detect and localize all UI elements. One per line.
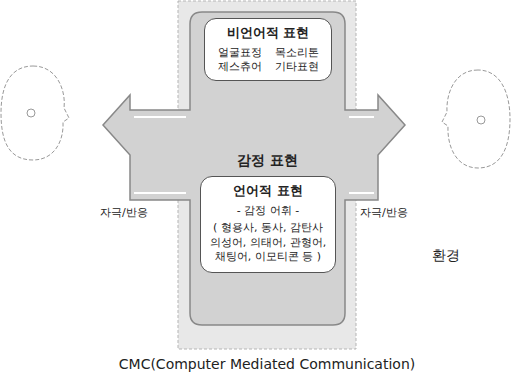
- left-head: [1, 66, 69, 160]
- right-head: [442, 70, 510, 168]
- expression-box: 언어적 표현 - 감정 어휘 - ( 형용사, 동사, 감탄사 의성어, 의태어, …: [200, 176, 336, 273]
- emotion-expression-container: 감정 표현 비언어적 표현얼굴표정목소리톤제스츄어기타표현언어적 표현 - 감정 어…: [190, 12, 345, 325]
- stimulus-response-label: 자극/반응: [100, 205, 148, 220]
- box-text: 기타표현: [268, 60, 325, 74]
- environment-label: 환경: [432, 247, 460, 265]
- expression-box: 비언어적 표현얼굴표정목소리톤제스츄어기타표현: [204, 18, 332, 81]
- caption: CMC(Computer Mediated Communication): [119, 356, 415, 372]
- box-text: 얼굴표정: [211, 46, 268, 60]
- box-text: - 감정 어휘 -: [207, 204, 329, 218]
- box-text: ( 형용사, 동사, 감탄사 의성어, 의태어, 관형어, 채팅어, 이모티콘 …: [207, 221, 329, 264]
- stimulus-response-label: 자극/반응: [360, 205, 408, 220]
- box-heading: 비언어적 표현: [211, 24, 325, 42]
- box-text: 제스츄어: [211, 60, 268, 74]
- box-body: - 감정 어휘 - ( 형용사, 동사, 감탄사 의성어, 의태어, 관형어, 채…: [207, 204, 329, 264]
- box-text: 목소리톤: [268, 46, 325, 60]
- center-title: 감정 표현: [190, 152, 345, 170]
- right-ear: [477, 116, 485, 124]
- double-arrow-container: [103, 12, 405, 325]
- box-heading: 언어적 표현: [207, 182, 329, 200]
- box-body: 얼굴표정목소리톤제스츄어기타표현: [211, 46, 325, 75]
- left-ear: [27, 109, 35, 117]
